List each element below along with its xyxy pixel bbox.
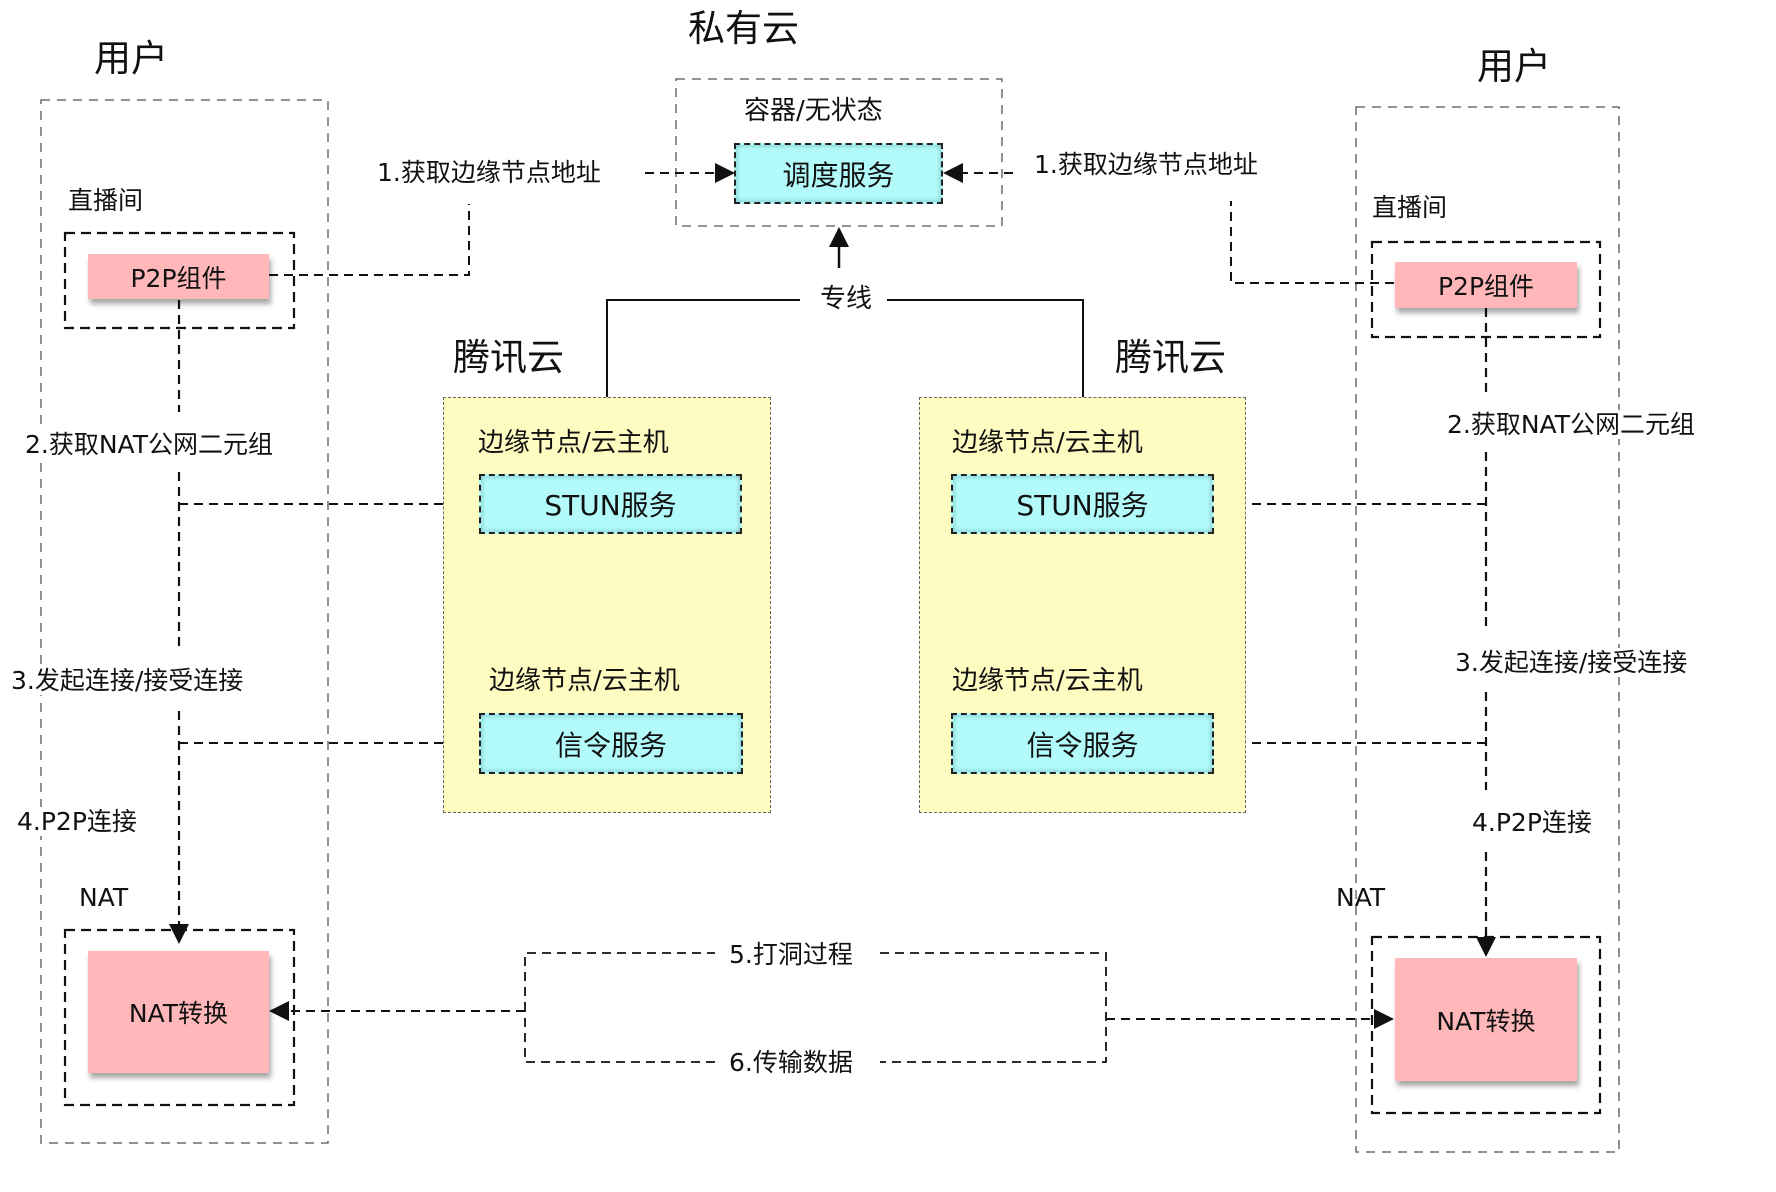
- room-left-label: 直播间: [68, 186, 144, 215]
- p2p-component-right[interactable]: P2P组件: [1395, 262, 1577, 308]
- room-right-label: 直播间: [1372, 193, 1448, 222]
- container-label: 容器/无状态: [744, 96, 883, 126]
- nat-translation-right[interactable]: NAT转换: [1395, 958, 1577, 1081]
- step3-right-label: 3.发起连接/接受连接: [1455, 648, 1688, 677]
- user-left-frame: [40, 99, 329, 1144]
- step5-label: 5.打洞过程: [725, 942, 857, 967]
- step1-right-connector: [1230, 201, 1394, 284]
- edge-node-right-1-label: 边缘节点/云主机: [952, 428, 1143, 458]
- nat-left-label: NAT: [79, 883, 129, 912]
- tencent-cloud-right-title: 腾讯云: [1115, 336, 1226, 379]
- step2-left-label: 2.获取NAT公网二元组: [25, 430, 273, 459]
- signaling-service-left[interactable]: 信令服务: [479, 713, 743, 774]
- nat-translation-left-label: NAT转换: [128, 999, 229, 1028]
- step6-label: 6.传输数据: [725, 1050, 857, 1075]
- stun-service-left[interactable]: STUN服务: [479, 474, 742, 534]
- step2-right-label: 2.获取NAT公网二元组: [1447, 410, 1695, 439]
- user-right-frame: [1355, 106, 1620, 1153]
- edge-node-right-2-label: 边缘节点/云主机: [952, 666, 1143, 696]
- nat-translation-right-label: NAT转换: [1436, 1006, 1536, 1036]
- dedicated-line-label: 专线: [814, 286, 879, 312]
- room-right-frame: [1370, 240, 1602, 339]
- hole-punch-bottom: [524, 1011, 715, 1063]
- stun-service-left-label: STUN服务: [544, 489, 677, 522]
- step3-left-label: 3.发起连接/接受连接: [11, 666, 244, 695]
- step4-right-label: 4.P2P连接: [1472, 808, 1592, 837]
- step4-left-label: 4.P2P连接: [17, 807, 137, 836]
- room-left-frame: [63, 231, 296, 330]
- hole-punch-top-right: [880, 952, 1107, 1063]
- signaling-service-left-label: 信令服务: [554, 728, 667, 762]
- scheduling-service-label: 调度服务: [782, 158, 895, 192]
- user-left-title: 用户: [94, 37, 168, 80]
- p2p-component-right-label: P2P组件: [1437, 272, 1535, 301]
- edge-node-left-2-label: 边缘节点/云主机: [489, 666, 680, 696]
- hole-punch-top: [524, 952, 715, 1011]
- private-cloud-frame: [675, 78, 1003, 227]
- p2p-component-left[interactable]: P2P组件: [88, 254, 269, 299]
- step1-left-connector: [269, 204, 470, 276]
- dedicated-line-right: [887, 299, 1084, 397]
- signaling-service-right-label: 信令服务: [1026, 728, 1139, 762]
- nat-right-label: NAT: [1336, 883, 1386, 912]
- scheduling-service[interactable]: 调度服务: [734, 143, 943, 204]
- signaling-service-right[interactable]: 信令服务: [951, 713, 1214, 774]
- dedicated-line-left: [606, 299, 800, 397]
- nat-translation-left[interactable]: NAT转换: [88, 951, 269, 1073]
- stun-service-right-label: STUN服务: [1016, 489, 1149, 522]
- private-cloud-title: 私有云: [688, 7, 799, 50]
- user-right-title: 用户: [1477, 45, 1551, 88]
- edge-node-left-1-label: 边缘节点/云主机: [478, 428, 669, 458]
- tencent-cloud-left-title: 腾讯云: [453, 336, 564, 379]
- stun-service-right[interactable]: STUN服务: [951, 474, 1214, 534]
- p2p-component-left-label: P2P组件: [130, 263, 227, 293]
- step1-right-label: 1.获取边缘节点地址: [1034, 150, 1258, 179]
- step1-left-label: 1.获取边缘节点地址: [377, 158, 601, 187]
